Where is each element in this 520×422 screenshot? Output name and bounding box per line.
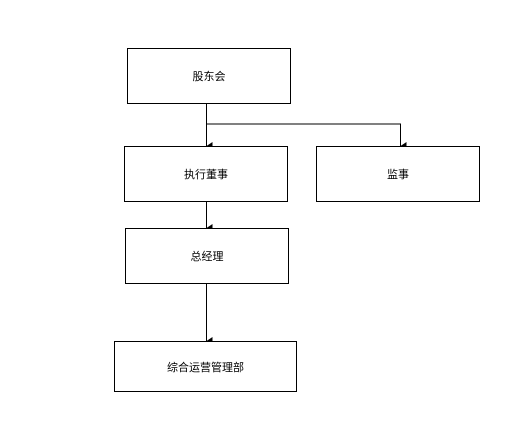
node-supervisor: 监事 [316, 146, 480, 202]
node-label: 股东会 [192, 70, 226, 83]
node-shareholders-meeting: 股东会 [127, 48, 291, 104]
edge-shareholders-supervisor [206, 123, 407, 150]
node-general-manager: 总经理 [125, 228, 289, 284]
node-label: 监事 [387, 168, 409, 181]
node-executive-director: 执行董事 [124, 146, 288, 202]
node-label: 总经理 [190, 250, 224, 263]
node-label: 综合运营管理部 [167, 360, 244, 374]
node-label: 执行董事 [184, 168, 228, 181]
node-operations-department: 综合运营管理部 [114, 341, 297, 392]
